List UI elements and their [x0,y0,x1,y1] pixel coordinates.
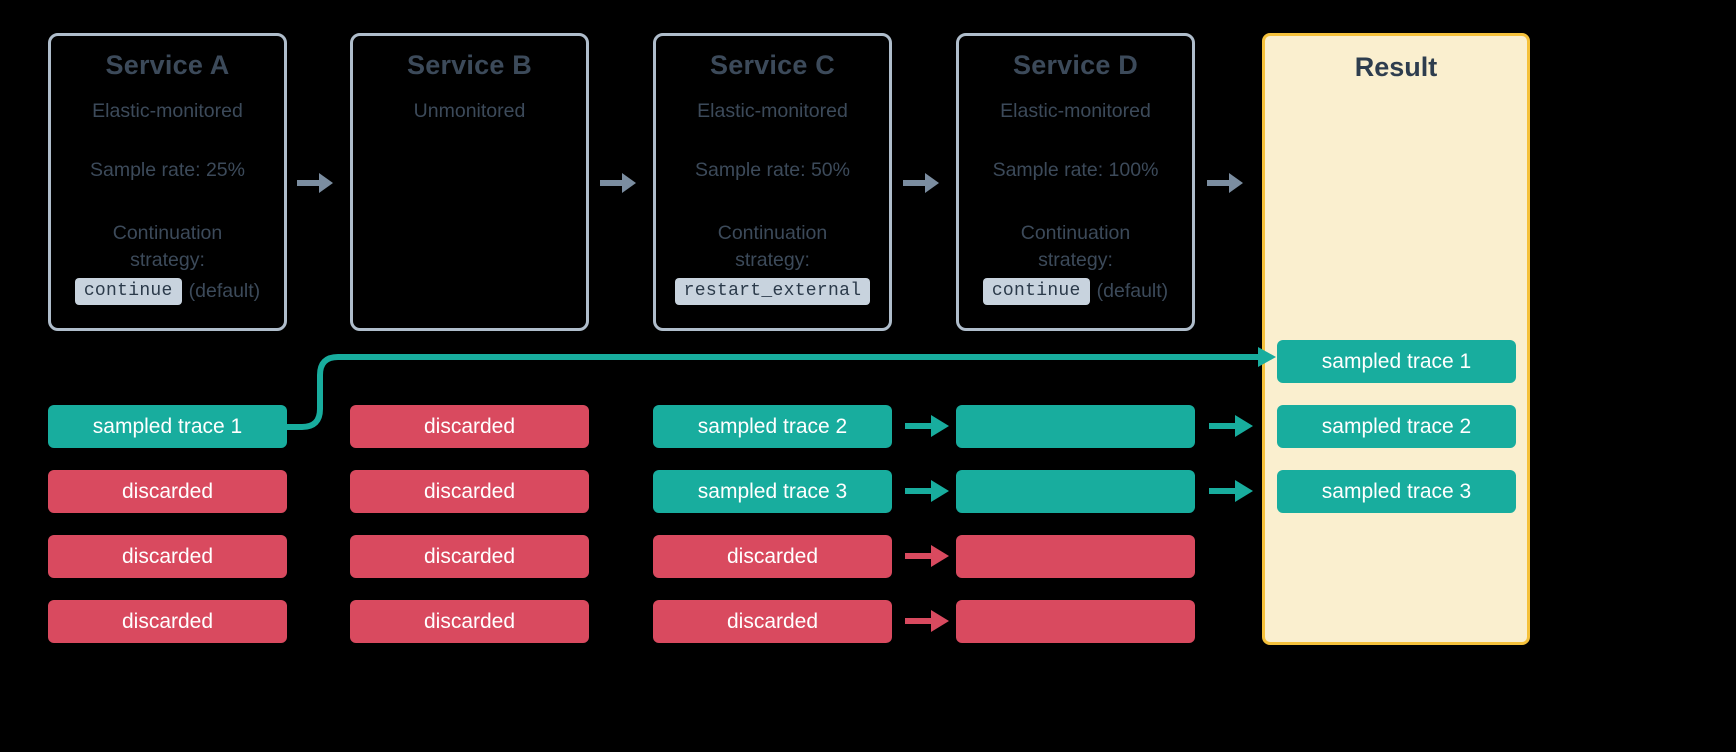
service-sample-rate: Sample rate: 50% [694,159,850,181]
trace-arrow-d-to-result-row2 [1209,480,1253,502]
service-monitoring-status: Elastic-monitored [1000,100,1151,122]
trace-box [956,470,1195,513]
result-panel-title: Result [1354,52,1438,82]
service-sample-rate: Sample rate: 25% [89,159,245,181]
trace-box: discarded [350,600,589,643]
service-title: Service D [1013,50,1138,80]
trace-box: discarded [48,600,287,643]
service-strategy-row: continue (default) [74,277,261,305]
service-box-a: Service A Elastic-monitored Sample rate:… [48,33,287,331]
result-trace-box: sampled trace 2 [1277,405,1516,448]
result-trace-box: sampled trace 1 [1277,340,1516,383]
trace-arrow-d-to-result-row1 [1209,415,1253,437]
service-flow-arrow-d-to-result [1207,173,1243,193]
service-box-c: Service C Elastic-monitored Sample rate:… [653,33,892,331]
service-monitoring-status: Elastic-monitored [697,100,848,122]
trace-box: discarded [350,470,589,513]
sampled-trace-1-connector [282,347,1276,430]
result-panel: Result [1262,33,1530,645]
trace-arrow-c-to-d-row2 [905,480,949,502]
trace-box [956,535,1195,578]
trace-box: discarded [653,600,892,643]
service-flow-arrow-a-to-b [297,173,333,193]
trace-box [956,600,1195,643]
service-title: Service C [710,50,835,80]
trace-box [956,405,1195,448]
trace-box: discarded [350,535,589,578]
service-box-d: Service D Elastic-monitored Sample rate:… [956,33,1195,331]
service-strategy-row: restart_external [674,277,871,305]
service-monitoring-status: Unmonitored [413,100,526,122]
result-trace-box: sampled trace 3 [1277,470,1516,513]
service-box-b: Service B Unmonitored [350,33,589,331]
service-flow-arrow-c-to-d [903,173,939,193]
strategy-code-badge: continue [982,277,1090,305]
trace-box: sampled trace 2 [653,405,892,448]
strategy-default-note: (default) [188,279,261,302]
service-title: Service A [105,50,230,80]
trace-box: sampled trace 3 [653,470,892,513]
service-flow-arrow-b-to-c [600,173,636,193]
service-monitoring-status: Elastic-monitored [92,100,243,122]
trace-box: discarded [653,535,892,578]
service-strategy-row: continue (default) [982,277,1169,305]
trace-box: discarded [350,405,589,448]
service-title: Service B [407,50,532,80]
strategy-code-badge: restart_external [674,277,871,305]
service-sample-rate: Sample rate: 100% [992,159,1159,181]
trace-arrow-c-to-d-row1 [905,415,949,437]
trace-box: discarded [48,470,287,513]
trace-box: sampled trace 1 [48,405,287,448]
trace-box: discarded [48,535,287,578]
trace-arrow-c-to-d-row4 [905,610,949,632]
strategy-code-badge: continue [74,277,182,305]
trace-arrow-c-to-d-row3 [905,545,949,567]
strategy-default-note: (default) [1096,279,1169,302]
